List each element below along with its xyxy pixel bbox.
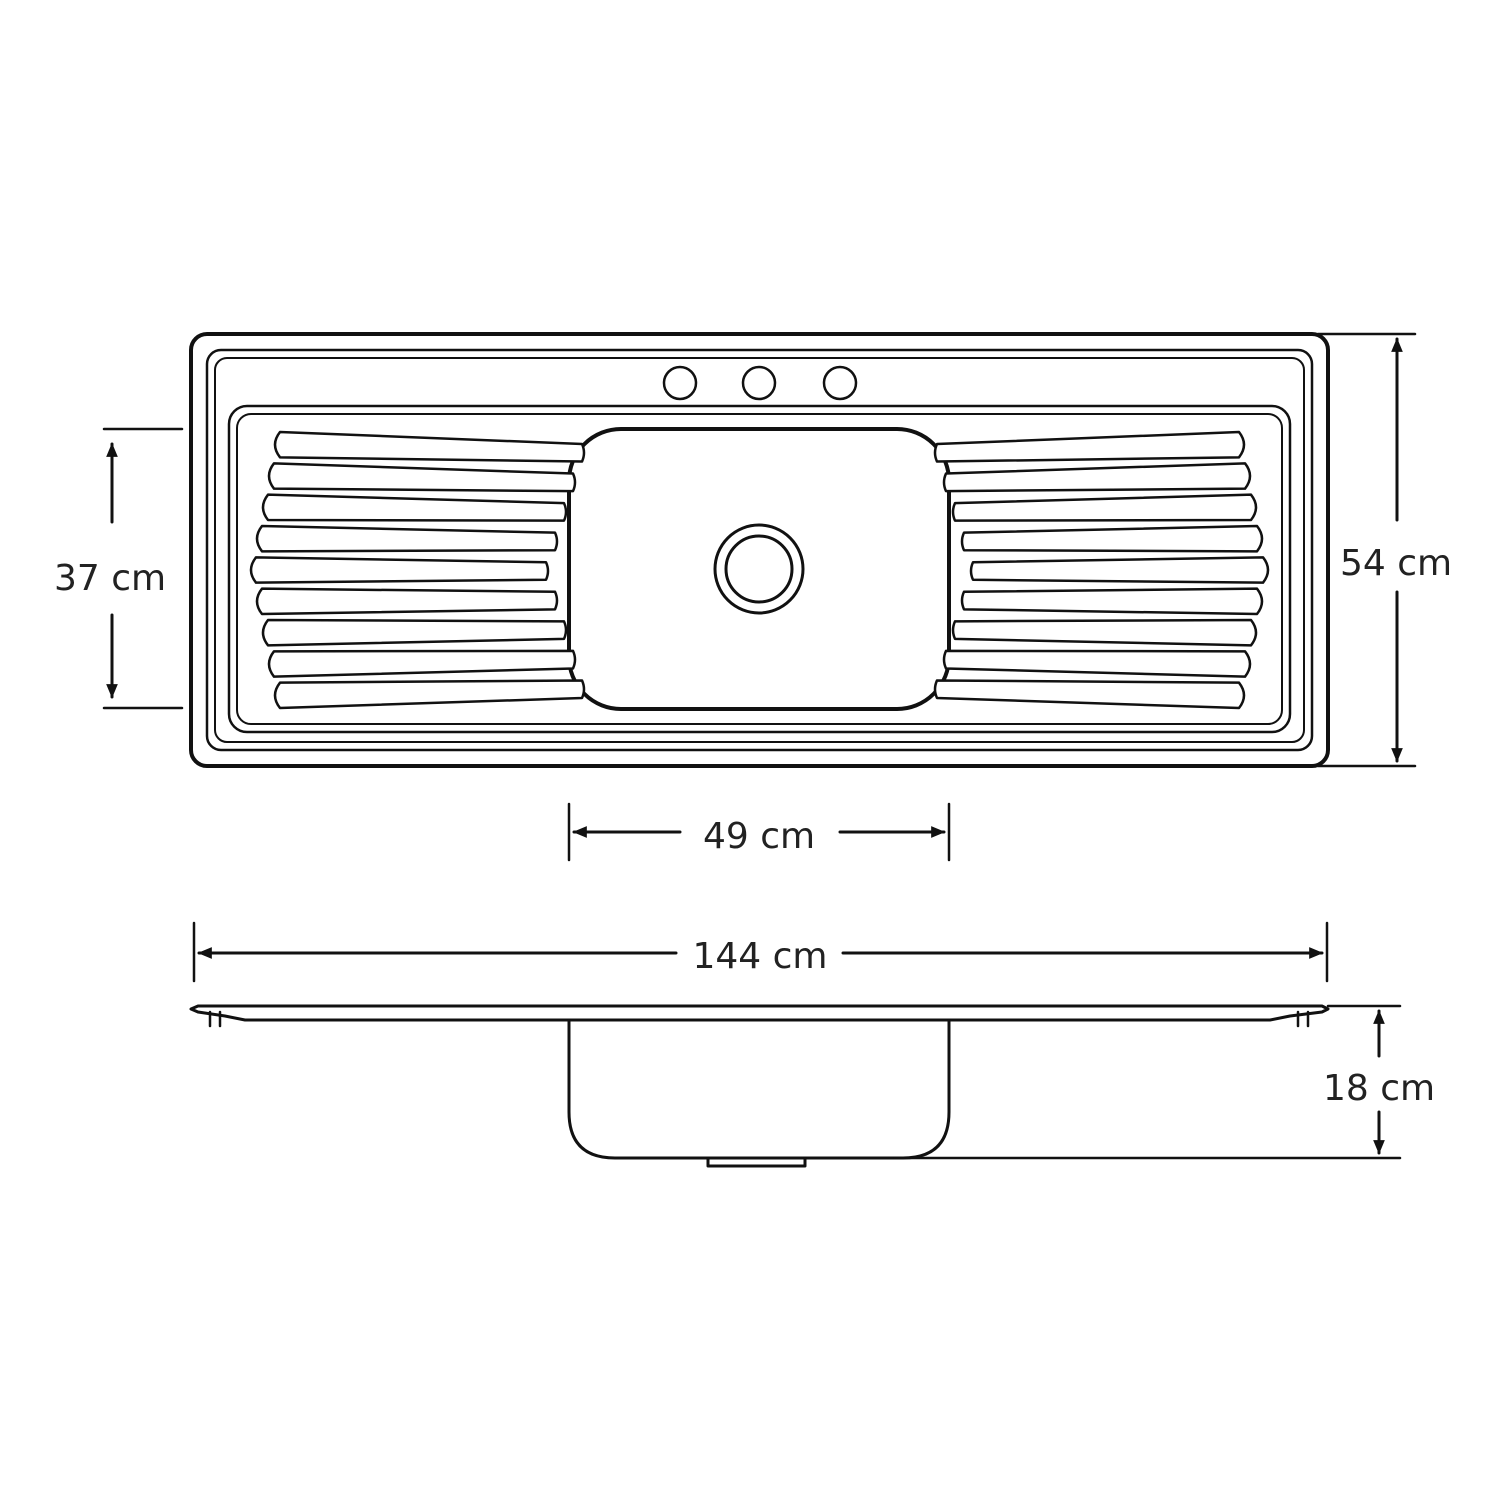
dimension-49cm: 49 cm bbox=[567, 802, 951, 862]
drain-rib bbox=[933, 430, 1246, 463]
tap-hole bbox=[741, 365, 777, 401]
drain-rib bbox=[261, 493, 568, 522]
dimension-label: 49 cm bbox=[703, 816, 815, 857]
sink-bowl bbox=[567, 427, 951, 711]
drain-rib bbox=[933, 679, 1246, 710]
dimension-label: 18 cm bbox=[1323, 1068, 1435, 1109]
drain-rib bbox=[273, 430, 586, 463]
dimension-37cm: 37 cm bbox=[54, 427, 184, 710]
drain-rib bbox=[951, 618, 1258, 647]
tap-hole bbox=[822, 365, 858, 401]
drain-rib bbox=[969, 556, 1270, 584]
drain-rib bbox=[255, 587, 559, 616]
side-drain bbox=[706, 1156, 807, 1168]
sink-top-view bbox=[189, 332, 1330, 768]
right-drainboard-ribs bbox=[933, 430, 1270, 710]
dimension-54cm: 54 cm bbox=[1316, 332, 1452, 768]
tap-hole bbox=[662, 365, 698, 401]
left-drainboard-ribs bbox=[249, 430, 586, 710]
dimension-18cm: 18 cm bbox=[893, 1004, 1435, 1160]
dimension-label: 54 cm bbox=[1340, 543, 1452, 584]
drain-outer bbox=[713, 523, 805, 615]
drain-rib bbox=[951, 493, 1258, 522]
sink-rim-inner bbox=[205, 348, 1314, 752]
sink-rim-inner-2 bbox=[214, 357, 1305, 743]
sink-side-view bbox=[189, 1004, 1330, 1168]
dimension-label: 144 cm bbox=[692, 936, 827, 977]
dimension-label: 37 cm bbox=[54, 558, 166, 599]
drain-rib bbox=[960, 587, 1264, 616]
drainboard-area bbox=[227, 404, 1292, 734]
sink-outer-rim bbox=[189, 332, 1330, 768]
dimension-144cm: 144 cm bbox=[192, 921, 1329, 983]
drain-rib bbox=[942, 649, 1252, 678]
drain-rib bbox=[255, 524, 559, 553]
drain-rib bbox=[960, 524, 1264, 553]
side-bowl bbox=[567, 1018, 951, 1160]
drain-rib bbox=[261, 618, 568, 647]
drain-rib bbox=[267, 462, 577, 493]
drain-rib bbox=[273, 679, 586, 710]
drain-rib bbox=[267, 649, 577, 678]
drain-rib bbox=[249, 556, 550, 584]
drain-inner bbox=[724, 534, 794, 604]
drain-rib bbox=[942, 462, 1252, 493]
drainboard-area-inner bbox=[236, 413, 1283, 725]
side-rim bbox=[189, 1004, 1330, 1022]
